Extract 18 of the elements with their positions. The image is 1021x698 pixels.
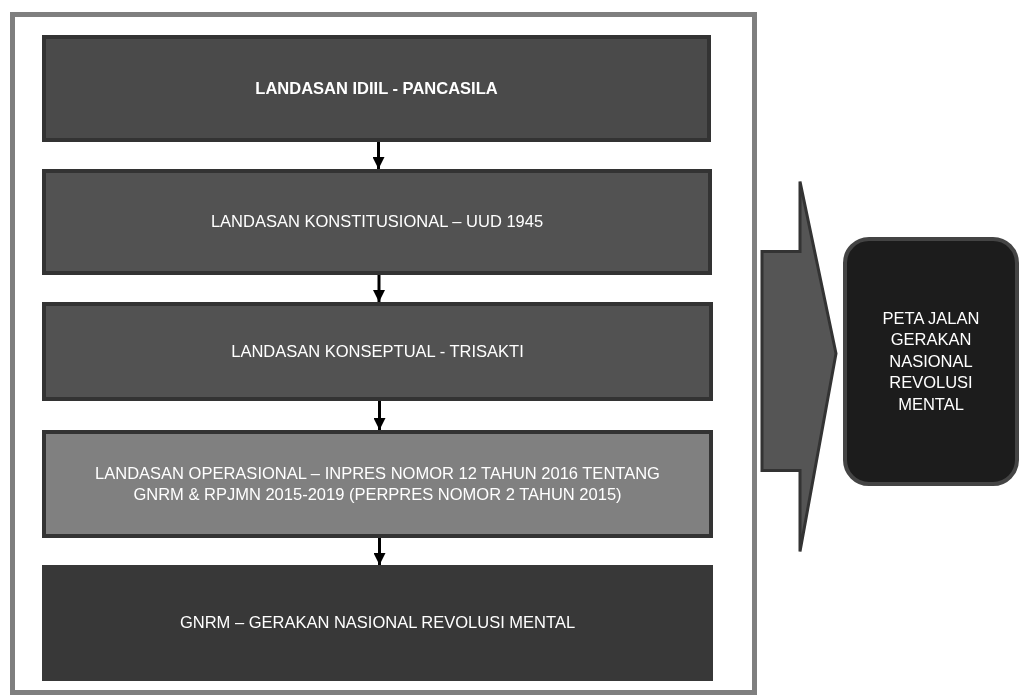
process-box	[42, 430, 713, 538]
box-label: LANDASAN KONSEPTUAL - TRISAKTI	[231, 340, 524, 362]
box-label: GNRM – GERAKAN NASIONAL REVOLUSI MENTAL	[179, 612, 576, 634]
process-box	[42, 302, 713, 401]
rounded-box	[843, 237, 1019, 486]
box-label: PETA JALAN GERAKAN NASIONAL REVOLUSI MENTAL	[881, 307, 981, 415]
arrow	[372, 142, 385, 169]
process-box	[42, 565, 713, 681]
process-box	[42, 169, 712, 275]
process-box	[42, 35, 711, 142]
arrow	[373, 275, 385, 302]
box-label: LANDASAN OPERASIONAL – INPRES NOMOR 12 TAHUN 2016 TENTANG GNRM & RPJMN 2015-2019 (PERPRES NOMOR 2 TAHUN 2015)	[94, 462, 661, 505]
arrow	[373, 538, 386, 565]
box-label: LANDASAN KONSTITUSIONAL – UUD 1945	[210, 211, 544, 233]
block-arrow	[760, 180, 838, 553]
arrow	[373, 401, 386, 430]
box-label: LANDASAN IDIIL - PANCASILA	[255, 77, 498, 99]
frame-box	[10, 12, 757, 695]
